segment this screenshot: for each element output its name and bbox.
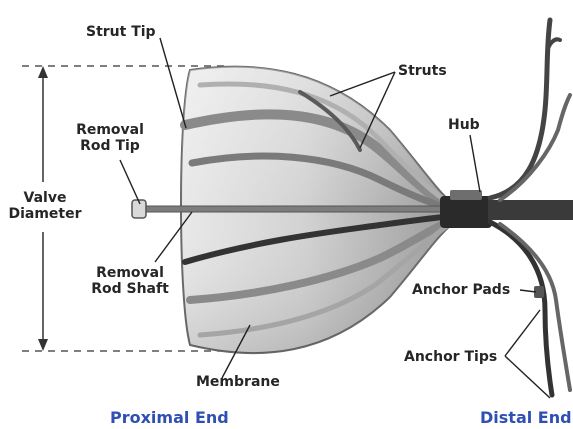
label-anchor-tips: Anchor Tips: [404, 349, 497, 365]
removal-rod-shaft: [140, 206, 460, 212]
label-removal-rod-tip-line1: Removal: [70, 122, 150, 138]
leader-hub: [470, 135, 480, 192]
anchors-lower: [490, 222, 570, 395]
label-valve-diameter-line2: Diameter: [5, 206, 85, 222]
leader-anchor-tips-2: [505, 356, 550, 398]
label-struts: Struts: [398, 63, 447, 79]
label-hub: Hub: [448, 117, 480, 133]
label-membrane: Membrane: [196, 374, 280, 390]
label-valve-diameter: Valve Diameter: [5, 190, 85, 222]
label-distal-end: Distal End: [480, 408, 572, 427]
label-strut-tip: Strut Tip: [86, 24, 156, 40]
label-anchor-pads: Anchor Pads: [412, 282, 510, 298]
label-removal-rod-tip-line2: Rod Tip: [70, 138, 150, 154]
leader-rod-tip: [120, 160, 140, 204]
label-removal-rod-shaft-line1: Removal: [80, 265, 180, 281]
leader-anchor-tips-1: [505, 310, 540, 356]
label-removal-rod-shaft-line2: Rod Shaft: [80, 281, 180, 297]
leader-anchor-pads: [520, 290, 536, 292]
label-removal-rod-tip: Removal Rod Tip: [70, 122, 150, 154]
label-proximal-end: Proximal End: [110, 408, 229, 427]
anchors-upper: [490, 20, 570, 200]
leader-strut-tip: [160, 38, 186, 128]
label-valve-diameter-line1: Valve: [5, 190, 85, 206]
label-removal-rod-shaft: Removal Rod Shaft: [80, 265, 180, 297]
